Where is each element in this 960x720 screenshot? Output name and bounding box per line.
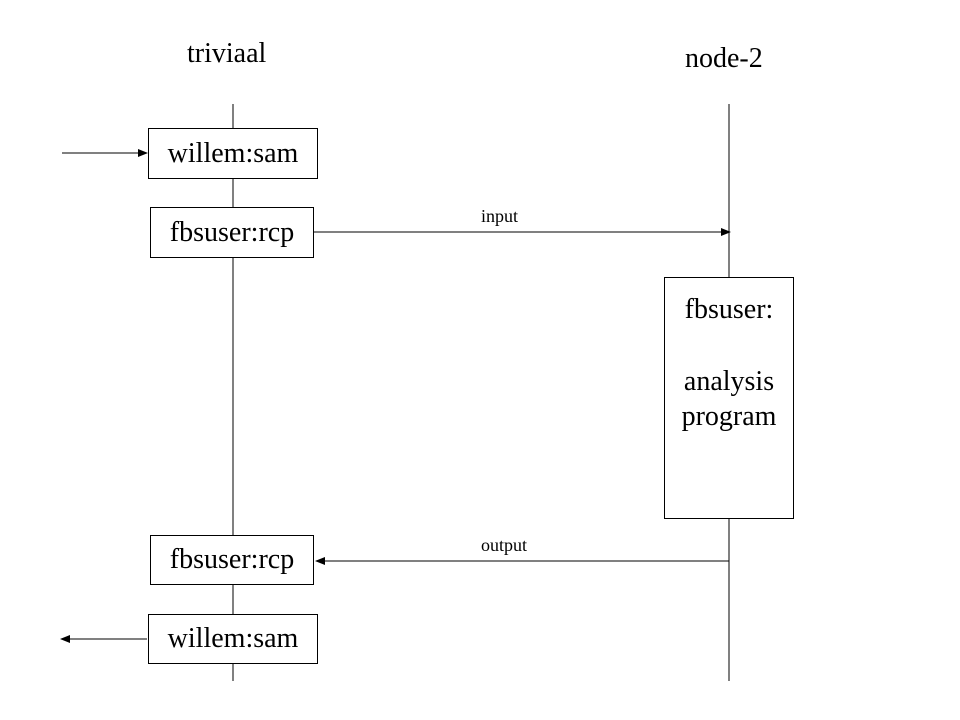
activation-willem-sam-top: willem:sam xyxy=(148,128,318,179)
analysis-line-2: analysis xyxy=(683,365,775,397)
analysis-line-3: program xyxy=(681,401,777,433)
message-label-input: input xyxy=(481,206,519,226)
activation-analysis-program: fbsuser: analysis program xyxy=(664,277,794,519)
activation-fbsuser-rcp-top: fbsuser:rcp xyxy=(150,207,314,258)
analysis-line-1: fbsuser: xyxy=(684,294,774,325)
lifeline-title-triviaal: triviaal xyxy=(187,38,267,69)
activation-fbsuser-rcp-bottom: fbsuser:rcp xyxy=(150,535,314,585)
lifeline-title-node-2: node-2 xyxy=(685,43,763,74)
message-label-output: output xyxy=(481,535,528,555)
activation-willem-sam-bottom: willem:sam xyxy=(148,614,318,664)
